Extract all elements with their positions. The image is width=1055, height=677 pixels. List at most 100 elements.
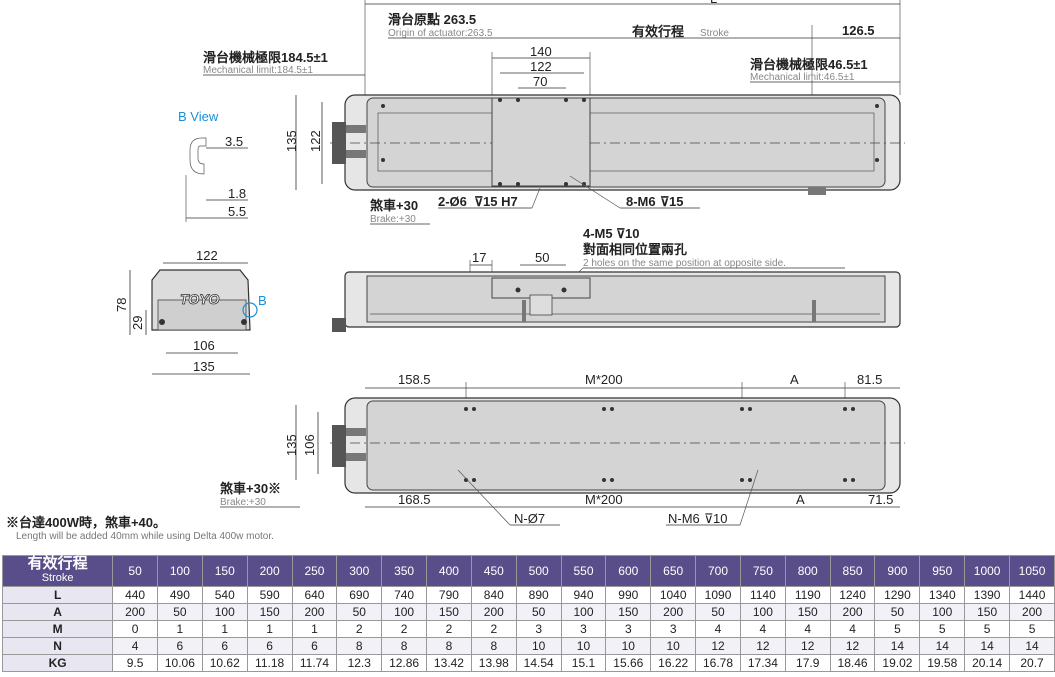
technical-drawing: L 滑台原點 263.5 Origin of actuator:263.5 有效… bbox=[114, 0, 905, 526]
table-cell: 150 bbox=[246, 603, 293, 621]
table-cell: 200 bbox=[470, 603, 517, 621]
side-view: 4-M5 ⊽ 10 對面相同位置兩孔 2 holes on the same p… bbox=[332, 226, 901, 332]
b-view: B View 3.5 1.8 5.5 bbox=[178, 109, 248, 222]
front-view: 122 TOYO B 78 29 106 135 bbox=[114, 248, 267, 375]
b-dim-5-5: 5.5 bbox=[228, 204, 246, 219]
stroke-label: 有效行程 bbox=[632, 24, 684, 39]
table-cell: 16.78 bbox=[695, 654, 741, 672]
table-cell: 12.86 bbox=[381, 654, 428, 672]
dim-70: 70 bbox=[533, 74, 547, 89]
table-cell: 3 bbox=[605, 620, 652, 638]
table-cell: 50 bbox=[336, 603, 383, 621]
brake-label-top: 煞車+30 bbox=[369, 198, 418, 213]
hole-label-a2: 15 H7 bbox=[483, 194, 518, 209]
table-cell: 990 bbox=[605, 586, 652, 604]
table-cell: 2 bbox=[470, 620, 517, 638]
dim-122: 122 bbox=[530, 59, 552, 74]
table-cell: 15.1 bbox=[560, 654, 607, 672]
side-holes-label: 4-M5 bbox=[583, 226, 613, 241]
table-cell: 6 bbox=[201, 637, 248, 655]
right-dim-126: 126.5 bbox=[842, 23, 875, 38]
table-cell: 790 bbox=[426, 586, 472, 604]
brake-label-bottom-en: Brake:+30 bbox=[220, 497, 266, 508]
table-cell: 12 bbox=[784, 637, 831, 655]
table-cell: 490 bbox=[156, 586, 203, 604]
table-cell: 50 bbox=[874, 603, 921, 621]
table-cell: 3 bbox=[560, 620, 607, 638]
dim-122-vert: 122 bbox=[308, 130, 323, 152]
table-cell: 50 bbox=[515, 603, 562, 621]
bottom-dim-a-bottom: A bbox=[796, 492, 805, 507]
stroke-header-cn: 有效行程 bbox=[27, 555, 88, 572]
table-cell: 200 bbox=[291, 603, 338, 621]
stroke-value-cell: 250 bbox=[291, 555, 338, 587]
table-cell: 150 bbox=[605, 603, 652, 621]
table-cell: 1040 bbox=[650, 586, 697, 604]
table-cell: 1090 bbox=[695, 586, 741, 604]
L-label: L bbox=[710, 0, 717, 6]
bottom-dim-158: 158.5 bbox=[398, 372, 431, 387]
table-cell: 17.34 bbox=[739, 654, 786, 672]
table-cell: 20.7 bbox=[1009, 654, 1055, 672]
stroke-header-en: Stroke bbox=[41, 572, 74, 584]
table-cell: 6 bbox=[246, 637, 293, 655]
table-cell: 4 bbox=[829, 620, 876, 638]
table-cell: 1 bbox=[201, 620, 248, 638]
b-view-marker: B bbox=[258, 293, 267, 308]
table-cell: 12 bbox=[739, 637, 786, 655]
table-cell: 12.3 bbox=[336, 654, 383, 672]
table-cell: 540 bbox=[201, 586, 248, 604]
row-header-cell: KG bbox=[1, 654, 114, 672]
table-cell: 1240 bbox=[829, 586, 876, 604]
table-cell: 1390 bbox=[964, 586, 1011, 604]
table-cell: 2 bbox=[426, 620, 472, 638]
table-cell: 200 bbox=[650, 603, 697, 621]
table-cell: 13.42 bbox=[426, 654, 472, 672]
b-dim-3-5: 3.5 bbox=[225, 134, 243, 149]
table-cell: 8 bbox=[336, 637, 383, 655]
delta-motor-note: ※台達400W時，煞車+40。 Length will be added 40m… bbox=[6, 512, 274, 542]
table-cell: 14.54 bbox=[515, 654, 562, 672]
front-dim-78: 78 bbox=[114, 298, 129, 312]
table-cell: 150 bbox=[784, 603, 831, 621]
depth-symbol-icon: ⊽ bbox=[660, 194, 670, 209]
stroke-value-cell: 950 bbox=[919, 555, 966, 587]
n-m6-label: N-M6 bbox=[668, 511, 700, 526]
table-cell: 1 bbox=[246, 620, 293, 638]
table-cell: 440 bbox=[112, 586, 158, 604]
table-cell: 13.98 bbox=[470, 654, 517, 672]
table-cell: 15.66 bbox=[605, 654, 652, 672]
table-cell: 2 bbox=[381, 620, 428, 638]
b-view-title: B View bbox=[178, 109, 219, 124]
table-cell: 1190 bbox=[784, 586, 831, 604]
mech-limit-left-en: Mechanical limit:184.5±1 bbox=[203, 65, 313, 76]
table-cell: 14 bbox=[1009, 637, 1055, 655]
front-dim-135: 135 bbox=[193, 359, 215, 374]
bottom-dim-a-top: A bbox=[790, 372, 799, 387]
stroke-value-cell: 850 bbox=[829, 555, 876, 587]
table-cell: 1440 bbox=[1009, 586, 1055, 604]
table-cell: 1340 bbox=[919, 586, 966, 604]
table-cell: 5 bbox=[1009, 620, 1055, 638]
table-cell: 100 bbox=[381, 603, 428, 621]
table-cell: 17.9 bbox=[784, 654, 831, 672]
stroke-value-cell: 600 bbox=[605, 555, 652, 587]
row-header-cell: L bbox=[1, 586, 114, 604]
table-cell: 20.14 bbox=[964, 654, 1011, 672]
note-cn: ※台達400W時，煞車+40。 bbox=[6, 515, 167, 530]
table-cell: 200 bbox=[112, 603, 158, 621]
top-view: L 滑台原點 263.5 Origin of actuator:263.5 有效… bbox=[203, 0, 905, 225]
stroke-value-cell: 450 bbox=[470, 555, 517, 587]
table-cell: 100 bbox=[560, 603, 607, 621]
table-cell: 10.62 bbox=[201, 654, 248, 672]
stroke-value-cell: 100 bbox=[156, 555, 203, 587]
table-cell: 100 bbox=[201, 603, 248, 621]
table-cell: 4 bbox=[784, 620, 831, 638]
table-cell: 12 bbox=[829, 637, 876, 655]
mech-limit-right-en: Mechanical limit:46.5±1 bbox=[750, 72, 855, 83]
table-cell: 690 bbox=[336, 586, 383, 604]
stroke-value-cell: 650 bbox=[650, 555, 697, 587]
